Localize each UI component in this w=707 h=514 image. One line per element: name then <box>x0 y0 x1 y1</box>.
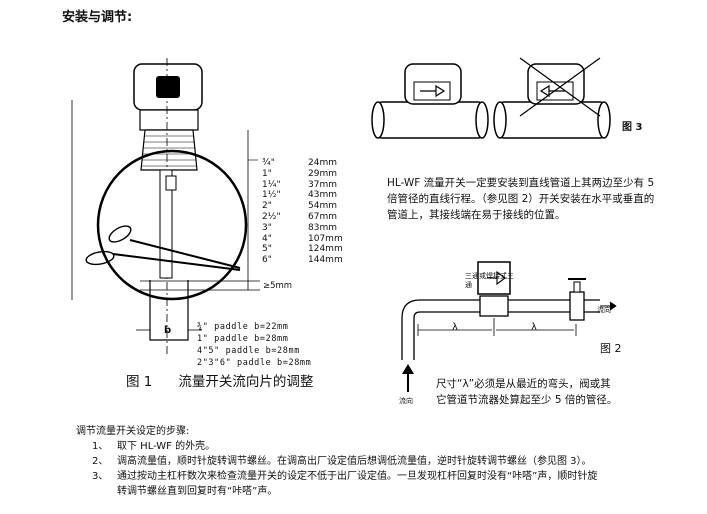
step-number: 1、 <box>92 441 109 452</box>
install-note: HL-WF 流量开关一定要安装到直线管道上其两边至少有 5 倍管径的直线行程。（… <box>387 177 655 221</box>
pipe-size-mm: 24mm <box>308 158 337 168</box>
pipe-size-inch: 4" <box>262 233 272 244</box>
figure-2-drawing <box>401 261 617 360</box>
figure-1-number: 图 1 <box>126 374 153 390</box>
pipe-size-inch: 5" <box>262 244 272 255</box>
pipe-size-inch: 6" <box>262 255 272 266</box>
pipe-size-inch: 2½" <box>262 212 281 222</box>
b-dimension-label: b <box>164 325 172 336</box>
pipe-size-inch: 1½" <box>262 190 281 201</box>
pipe-cross-section <box>96 149 248 301</box>
pipe-size-inch: 2" <box>262 201 272 212</box>
scissors-icon <box>85 225 241 271</box>
flow-arrow-icon <box>402 364 414 392</box>
paddle-spec: 1" paddle b=28mm <box>197 334 289 344</box>
pipe-size-mm: 54mm <box>308 201 337 212</box>
flow-direction-label: 流向 <box>597 306 611 314</box>
paddle-spec: 2"3"6" paddle b=28mm <box>197 358 312 368</box>
paddle-spec: ¾" paddle b=22mm <box>197 322 289 332</box>
figure-1-caption: 图 1 流量开关流向片的调整 <box>126 370 339 390</box>
pipe-size-inch: 3" <box>262 222 272 233</box>
pipe-size-mm: 124mm <box>308 244 343 255</box>
tee-fitting-label: 三通或焊接式三通 <box>465 272 514 289</box>
lambda-label: λ <box>531 322 537 333</box>
gap-label: ≥5mm <box>263 281 293 291</box>
pipe-size-mm: 37mm <box>308 179 337 190</box>
step-text: 取下 HL-WF 的外壳。 <box>117 441 216 452</box>
figure-1-title: 流量开关流向片的调整 <box>178 374 314 390</box>
pipe-size-inch: ¾" <box>262 158 275 168</box>
pipe-size-mm: 144mm <box>308 255 343 266</box>
section-title: 安装与调节: <box>62 10 133 25</box>
pipe-size-mm: 83mm <box>308 222 337 233</box>
pipe-size-mm: 107mm <box>308 233 343 244</box>
lambda-label: λ <box>452 322 458 333</box>
figure-3-label: 图 3 <box>622 122 643 133</box>
paddle-blade <box>149 280 189 341</box>
step-number: 3、 <box>92 471 109 482</box>
step-text: 转调节螺丝直到回复时有“咔嗒”声。 <box>117 486 278 497</box>
pipe-size-inch: 1" <box>262 168 272 179</box>
pipe-size-mm: 67mm <box>308 212 337 222</box>
paddle-spec: 4"5" paddle b=28mm <box>197 346 300 356</box>
switch-window <box>156 76 180 98</box>
figure-3-drawing <box>371 57 611 139</box>
dimension-note: 尺寸“λ”必须是从最近的弯头，阀或其它管道节流器处算起至少 5 倍的管径。 <box>436 378 618 406</box>
pipe-size-mm: 43mm <box>308 190 337 201</box>
figure-2-label: 图 2 <box>600 342 622 355</box>
step-text: 通过按动主杠杆数次来检查流量开关的设定不低于出厂设定值。一旦发现杠杆回复时没有“… <box>117 471 598 482</box>
step-number: 2、 <box>92 456 109 467</box>
paddle-stem <box>159 169 173 279</box>
steps-heading: 调节流量开关设定的步骤: <box>76 426 190 437</box>
pipe-size-mm: 29mm <box>308 168 337 179</box>
step-text: 调高流量值，顺时针旋转调节螺丝。在调高出厂设定值后想调低流量值，逆时针旋转调节螺… <box>117 456 592 467</box>
pipe-size-inch: 1¼" <box>262 179 281 190</box>
flow-direction-label: 流向 <box>399 397 413 405</box>
switch-neck <box>139 109 199 131</box>
